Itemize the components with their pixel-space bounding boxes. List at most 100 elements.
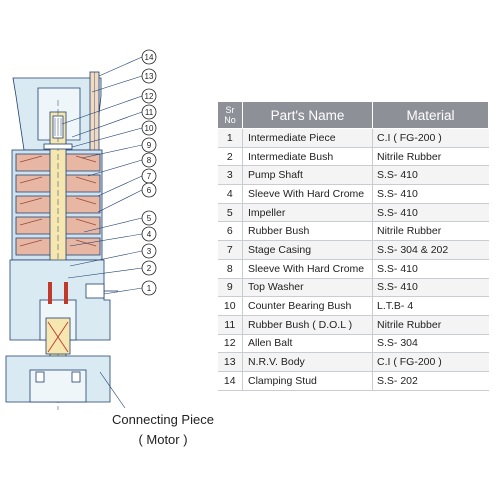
callout-leader <box>67 267 143 279</box>
callout-number: 5 <box>147 214 152 223</box>
callout-number: 10 <box>145 124 154 133</box>
material-cell: S.S- 410 <box>372 278 489 298</box>
header-parts-name: Part's Name <box>242 101 373 129</box>
part-name-cell: Intermediate Bush <box>242 147 373 167</box>
row-number: 8 <box>217 259 243 279</box>
material-cell: S.S- 202 <box>372 371 489 391</box>
row-number: 12 <box>217 334 243 354</box>
callout-circle <box>141 104 157 120</box>
callout-circle <box>141 260 157 276</box>
callout-leader <box>71 111 143 138</box>
callout-number: 13 <box>145 72 154 81</box>
callout-number: 7 <box>147 172 152 181</box>
row-number: 3 <box>217 165 243 186</box>
callout-circle <box>141 120 157 136</box>
callout-number: 12 <box>145 92 154 101</box>
material-cell: L.T.B- 4 <box>372 296 489 316</box>
callout-leader <box>91 75 143 93</box>
caption-motor: ( Motor ) <box>138 432 188 447</box>
part-name-cell: Allen Balt <box>242 334 373 354</box>
row-number: 4 <box>217 184 243 204</box>
part-name-cell: Sleeve With Hard Crome <box>242 259 373 279</box>
material-cell: S.S- 410 <box>372 203 489 223</box>
part-name-cell: Pump Shaft <box>242 165 373 186</box>
part-name-cell: Impeller <box>242 203 373 223</box>
callout-leader <box>97 189 143 213</box>
callout-circle <box>141 243 157 259</box>
material-cell: S.S- 304 <box>372 334 489 354</box>
part-name-cell: Rubber Bush <box>242 221 373 242</box>
part-name-cell: Counter Bearing Bush <box>242 296 373 316</box>
part-name-cell: Top Washer <box>242 278 373 298</box>
row-number: 2 <box>217 147 243 167</box>
material-cell: C.I ( FG-200 ) <box>372 128 489 148</box>
row-number: 14 <box>217 371 243 391</box>
callout-leader <box>103 287 143 295</box>
callout-circle <box>141 182 157 198</box>
row-number: 6 <box>217 221 243 242</box>
callout-leader <box>87 159 143 177</box>
callout-leader <box>97 175 143 197</box>
callout-circle <box>141 49 157 65</box>
callout-circle <box>141 68 157 84</box>
callout-number: 1 <box>147 284 152 293</box>
callout-leader <box>61 95 143 125</box>
callout-leader <box>71 127 143 148</box>
row-number: 13 <box>217 352 243 372</box>
callout-number: 3 <box>147 247 152 256</box>
row-number: 9 <box>217 278 243 298</box>
row-number: 1 <box>217 128 243 148</box>
part-name-cell: N.R.V. Body <box>242 352 373 372</box>
callout-leaders <box>61 56 143 295</box>
material-cell: Nitrile Rubber <box>372 147 489 167</box>
material-cell: S.S- 410 <box>372 259 489 279</box>
callout-circle <box>141 280 157 296</box>
material-cell: C.I ( FG-200 ) <box>372 352 489 372</box>
callout-leader <box>81 144 143 159</box>
callout-number: 9 <box>147 141 152 150</box>
caption-connecting-piece: Connecting Piece <box>112 412 214 427</box>
part-name-cell: Intermediate Piece <box>242 128 373 148</box>
part-name-cell: Stage Casing <box>242 240 373 260</box>
callout-leader <box>98 56 143 77</box>
part-name-cell: Rubber Bush ( D.O.L ) <box>242 315 373 335</box>
part-name-cell: Sleeve With Hard Crome <box>242 184 373 204</box>
callout-circle <box>141 88 157 104</box>
header-material: Material <box>372 101 489 129</box>
callout-number: 6 <box>147 186 152 195</box>
pump-drawing <box>5 71 118 410</box>
callout-circle <box>141 137 157 153</box>
row-number: 5 <box>217 203 243 223</box>
row-number: 7 <box>217 240 243 260</box>
callout-leader <box>69 233 143 247</box>
coupling <box>45 317 71 355</box>
callout-circle <box>141 152 157 168</box>
part-name-cell: Clamping Stud <box>242 371 373 391</box>
callout-leader <box>83 217 143 233</box>
top-washer <box>43 143 73 150</box>
material-cell: S.S- 304 & 202 <box>372 240 489 260</box>
callout-number: 2 <box>147 264 152 273</box>
callout-number: 8 <box>147 156 152 165</box>
callout-circle <box>141 210 157 226</box>
callout-number: 11 <box>145 108 154 117</box>
material-cell: Nitrile Rubber <box>372 221 489 242</box>
callout-leader <box>69 250 143 267</box>
callout-circle <box>141 226 157 242</box>
